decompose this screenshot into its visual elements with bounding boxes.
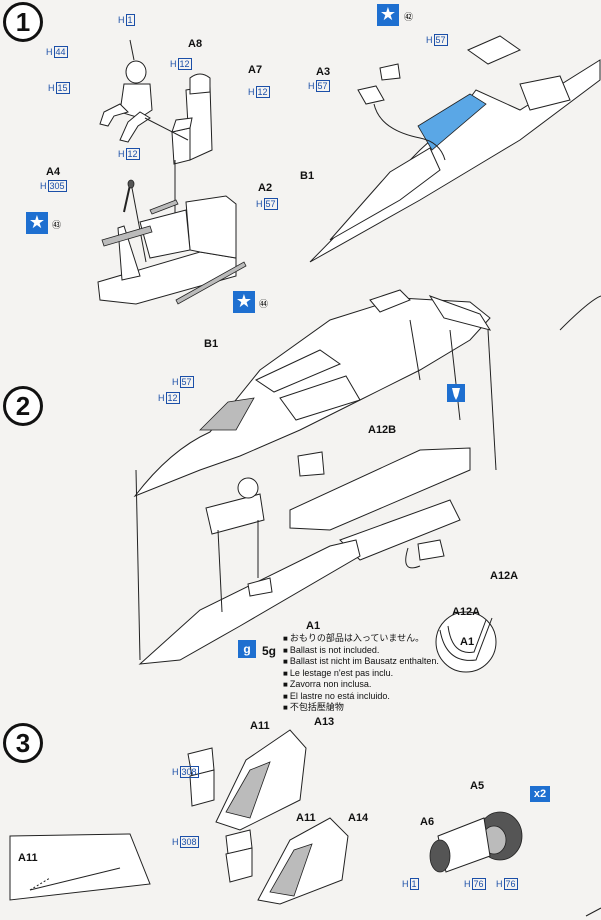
control-stick-drawing [123,179,147,263]
ballast-note: El lastre no está incluido. [283,691,439,703]
part-label-a12a: A12A [490,570,519,582]
part-label-a13: A13 [314,716,335,728]
part-label-a7: A7 [248,64,263,76]
step-number-3: 3 [3,723,43,763]
decal-star-icon: ★ [26,212,48,234]
inset-label-a12a: A12A [452,606,481,618]
canopy-drawing [187,729,349,905]
part-label-b1: B1 [204,338,219,350]
part-label-a1: A1 [306,620,321,632]
part-label-a2: A2 [258,182,273,194]
ejection-seat-drawing [144,73,213,240]
ballast-note: Ballast is not included. [283,645,439,657]
exhaust-nozzle-drawing [429,811,523,873]
ballast-note: Ballast ist nicht im Bausatz enthalten. [283,656,439,668]
ballast-note: Le lestage n'est pas inclu. [283,668,439,680]
quantity-badge-label: x2 [533,788,547,800]
side-view-inset-drawing [9,833,151,901]
part-label-a4: A4 [46,166,61,178]
upper-fuselage-drawing [133,289,497,498]
part-label-a3: A3 [316,66,331,78]
section-inset-drawing [435,611,497,673]
part-label-a11-bottom: A11 [296,812,316,824]
part-label-a6: A6 [420,816,435,828]
weight-icon-label: g [243,642,251,656]
decal-number-42: ㊷ [404,13,414,23]
step-number-1: 1 [3,2,43,42]
lower-fuselage-drawing [135,447,471,665]
inset-label-a11: A11 [18,852,38,864]
decal-star-icon: ★ [233,291,255,313]
part-label-a12b: A12B [368,424,397,436]
pilot-figure-drawing [99,39,153,143]
decal-number-43: ㊸ [52,221,62,231]
ballast-note: 不包括壓艙物 [283,702,439,714]
decal-number-44: ㊹ [259,300,269,310]
cockpit-tub-drawing [97,195,247,305]
ballast-notes: おもりの部品は入っていません。 Ballast is not included.… [283,633,439,714]
part-label-b1-nose: B1 [300,170,315,182]
weight-icon: g [238,640,256,658]
quantity-badge: x2 [530,786,550,802]
part-label-a5: A5 [470,780,485,792]
nose-section-drawing [309,35,601,263]
part-label-a14: A14 [348,812,369,824]
part-label-a11-top: A11 [250,720,270,732]
inset-label-a1: A1 [460,636,475,648]
ballast-note: Zavorra non inclusa. [283,679,439,691]
decal-star-icon: ★ [377,4,399,26]
step-number-2: 2 [3,386,43,426]
ballast-note: おもりの部品は入っていません。 [283,633,439,645]
push-pin-icon [447,384,465,402]
part-label-a8: A8 [188,38,203,50]
ballast-weight: 5g [262,644,277,658]
